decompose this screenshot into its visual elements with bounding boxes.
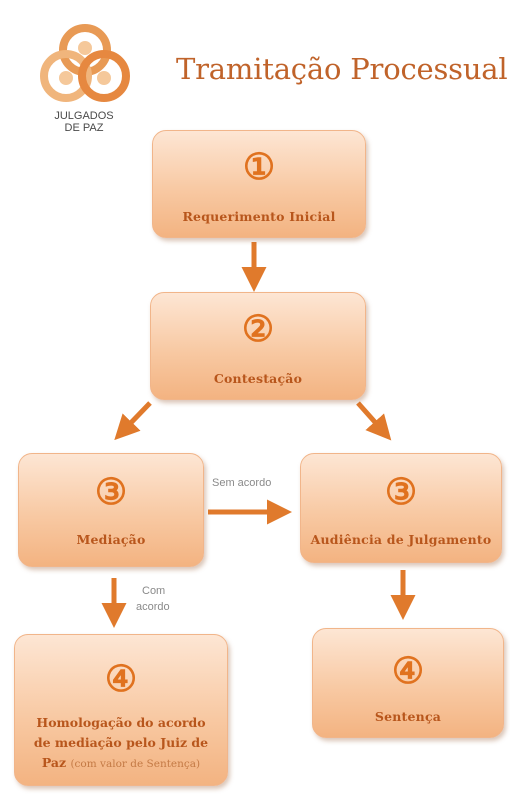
step-3-hearing-label: Audiência de Julgamento — [310, 532, 492, 547]
step-1-number: ① — [242, 146, 276, 188]
step-4-homologation-box: ④ Homologação do acordo de mediação pelo… — [14, 634, 228, 786]
julgados-de-paz-logo — [30, 18, 140, 148]
step-4-homologation-line1: Homologação do acordo — [36, 715, 206, 730]
logo-rings-icon — [40, 24, 130, 102]
step-4-homologation-number: ④ — [104, 658, 138, 700]
step-1-label: Requerimento Inicial — [182, 209, 336, 224]
edge-label-acordo: acordo — [136, 601, 170, 613]
step-4-homologation-label: Homologação do acordo de mediação pelo J… — [21, 713, 221, 774]
step-4-homologation-line2: de mediação pelo Juiz de — [33, 735, 209, 750]
step-4-homologation-line3: Paz (com valor de Sentença) — [21, 753, 221, 774]
step-4-homologation-note: (com valor de Sentença) — [70, 758, 201, 770]
step-2-box: ② Contestação — [150, 292, 366, 400]
arrow-2-to-3b — [356, 401, 392, 441]
step-2-number: ② — [241, 308, 275, 350]
step-4-sentence-box: ④ Sentença — [312, 628, 504, 738]
step-4-sentence-label: Sentença — [374, 709, 442, 724]
step-3-hearing-number: ③ — [384, 471, 418, 513]
edge-label-sem-acordo: Sem acordo — [212, 477, 272, 489]
step-3-mediation-label: Mediação — [76, 532, 146, 547]
step-1-box: ① Requerimento Inicial — [152, 130, 366, 238]
logo-text-line2: DE PAZ — [64, 122, 104, 134]
step-4-homologation-line3-text: Paz — [41, 755, 67, 770]
step-3-hearing-box: ③ Audiência de Julgamento — [300, 453, 502, 563]
step-4-sentence-number: ④ — [391, 650, 425, 692]
page-title: Tramitação Processual — [176, 52, 508, 86]
arrow-2-to-3a — [114, 401, 152, 441]
edge-label-com: Com — [142, 585, 166, 597]
step-3-mediation-number: ③ — [94, 471, 128, 513]
step-2-label: Contestação — [213, 371, 303, 386]
logo-text-line1: JULGADOS — [54, 110, 114, 122]
step-3-mediation-box: ③ Mediação — [18, 453, 204, 567]
